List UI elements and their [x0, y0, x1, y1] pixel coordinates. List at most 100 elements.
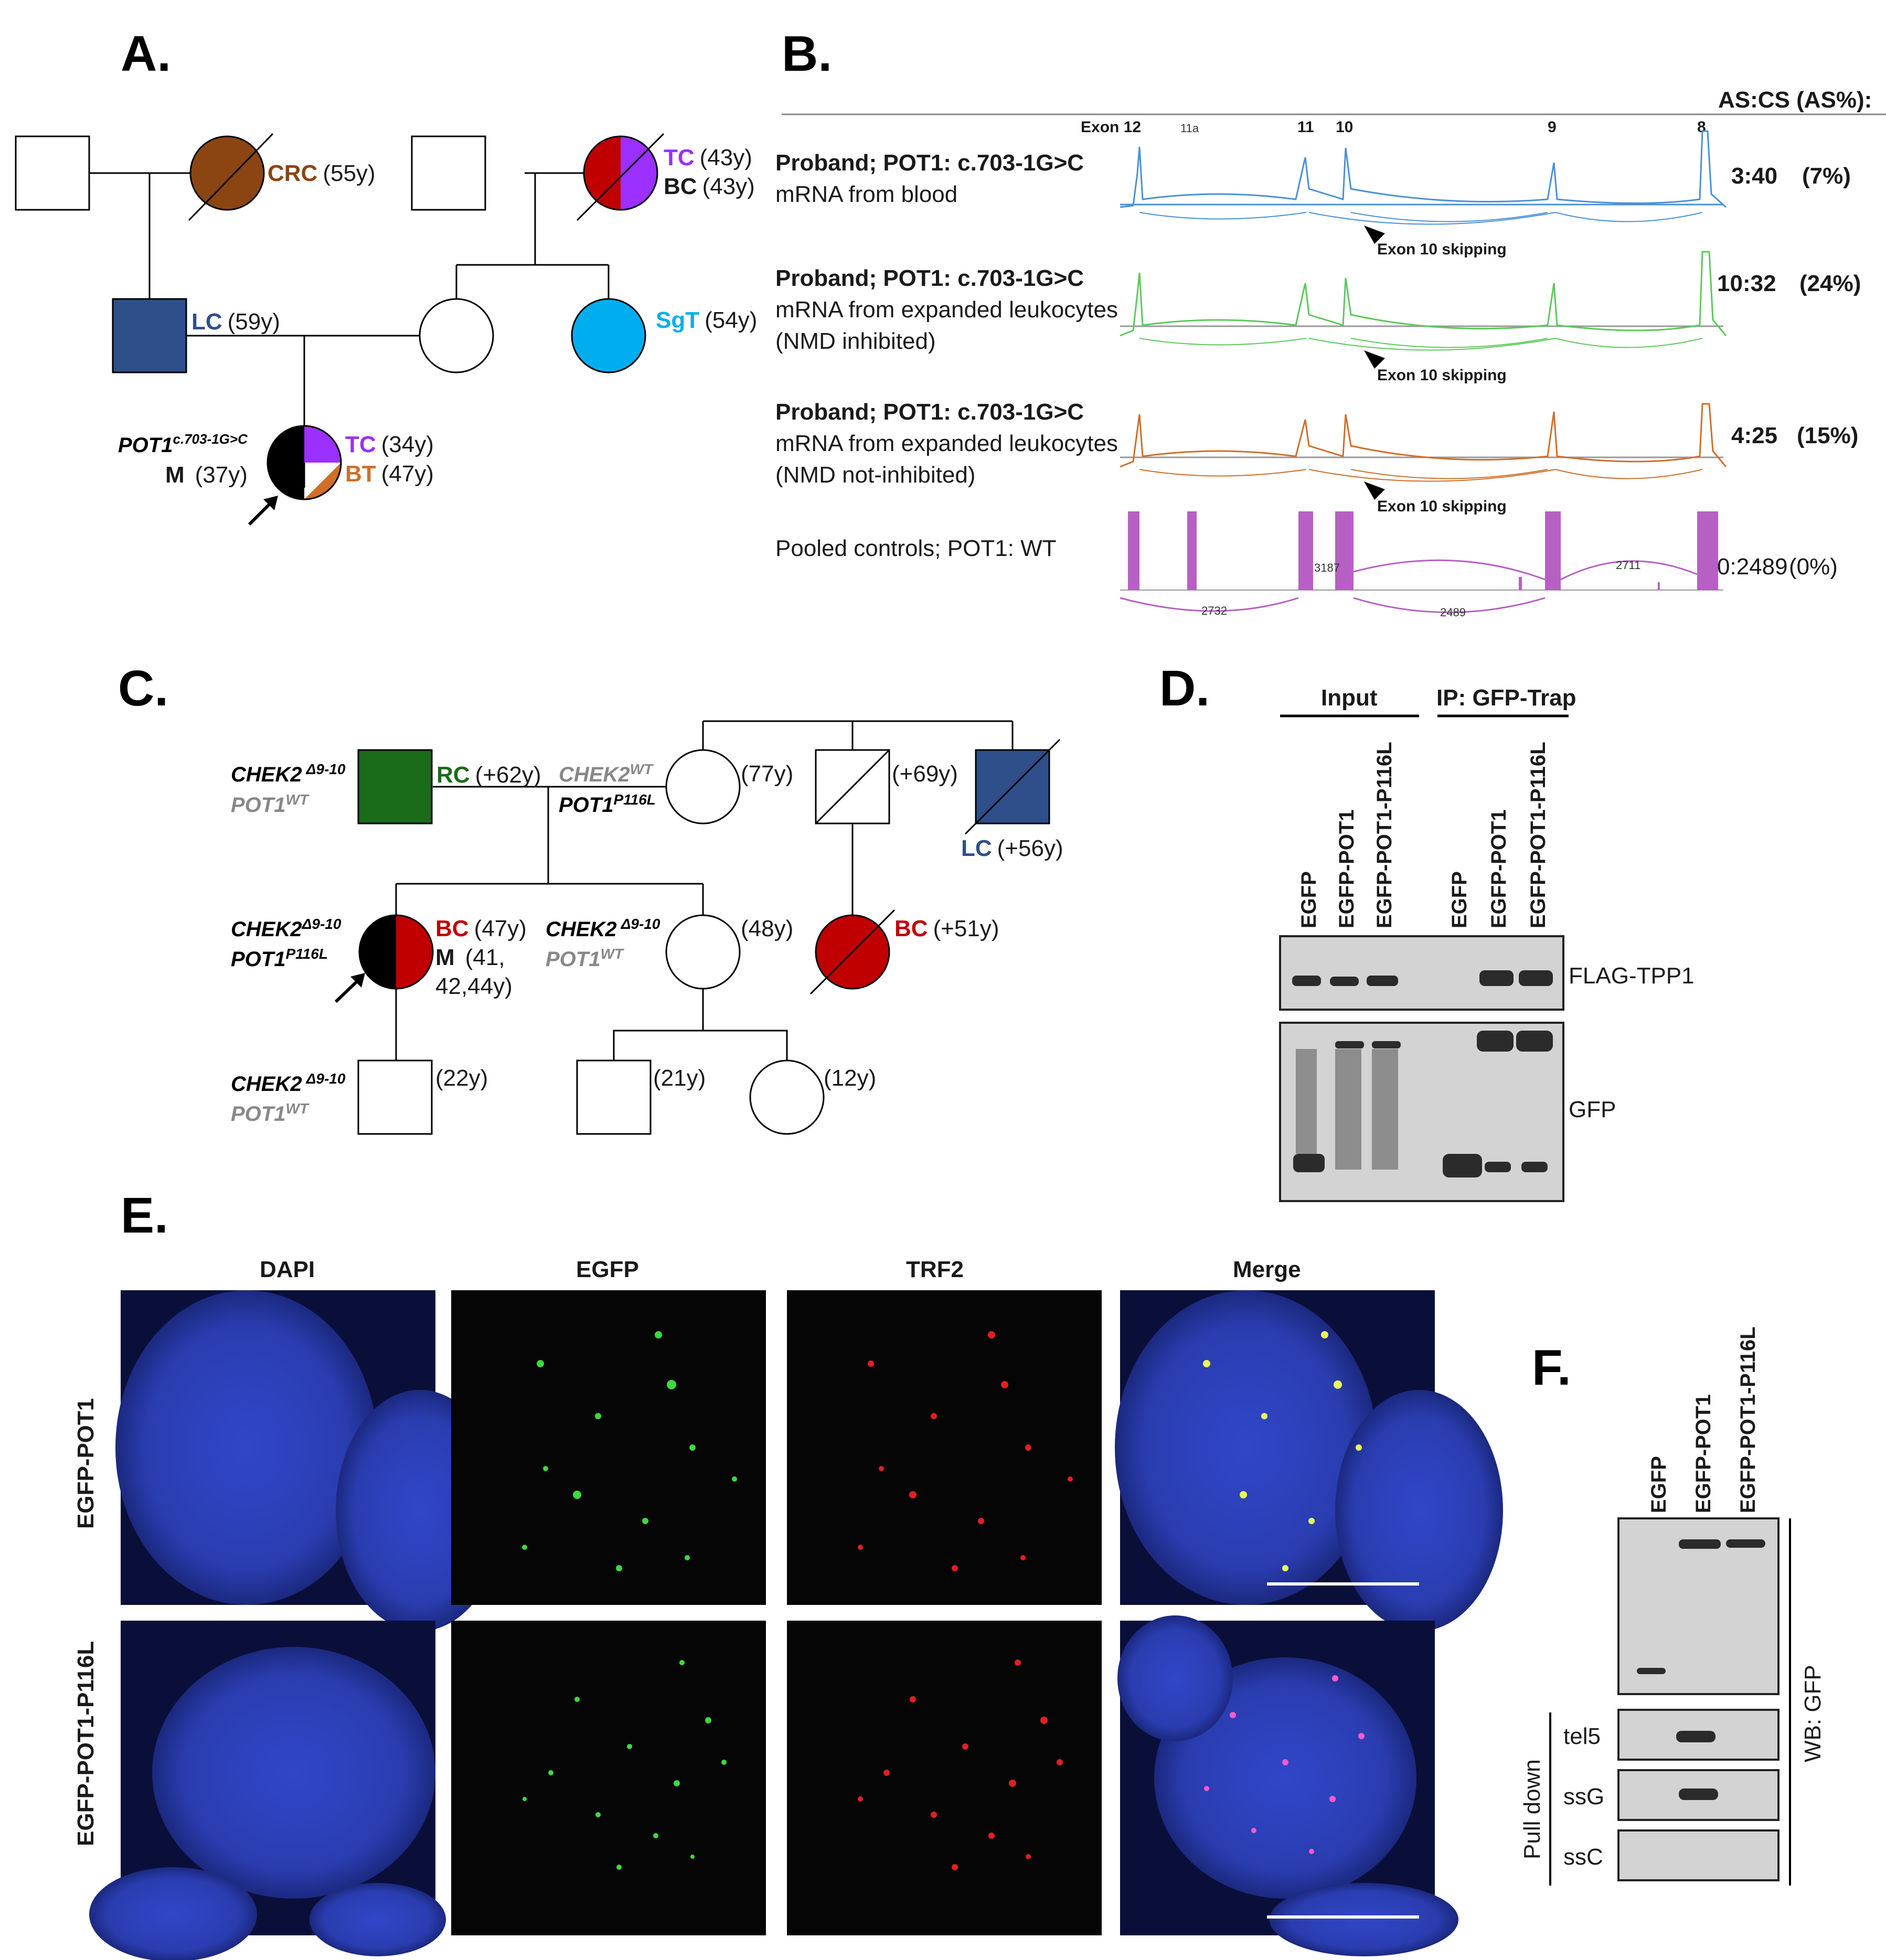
track2-line2: (NMD inhibited)	[775, 328, 936, 354]
svg-text:CHEK2Δ9-10: CHEK2Δ9-10	[231, 916, 342, 941]
mother-circle	[419, 298, 494, 373]
f-lane-egfp-p116l: EGFP-POT1-P116L	[1736, 1326, 1760, 1513]
c-gf-chek2-sup: Δ9-10	[306, 761, 346, 777]
svg-text:POT1P116L: POT1P116L	[231, 946, 328, 971]
svg-text:POT1c.703-1G>C: POT1c.703-1G>C	[118, 431, 248, 457]
panel-label-e: E.	[121, 1187, 168, 1244]
svg-text:CHEK2Δ9-10: CHEK2Δ9-10	[231, 761, 346, 786]
d-input-label: Input	[1321, 685, 1378, 711]
e-dapi-2	[89, 1621, 446, 1960]
proband-bt-label: BT	[345, 461, 376, 487]
f-row-tel5: tel5	[1563, 1723, 1601, 1749]
svg-text:CHEK2Δ9-10: CHEK2Δ9-10	[231, 1070, 346, 1096]
svg-text:POT1WT: POT1WT	[231, 1100, 310, 1126]
proband-variant: c.703-1G>C	[173, 431, 248, 447]
father-square	[112, 298, 187, 373]
junction-count-2732: 2732	[1201, 604, 1227, 617]
track3-coverage	[1120, 403, 1727, 482]
svg-text:BC(47y): BC(47y)	[435, 916, 527, 941]
m-age: (37y)	[195, 462, 248, 488]
track2-title: Proband; POT1: c.703-1G>C	[775, 265, 1084, 291]
c-pb-chek2-sup: Δ9-10	[302, 916, 342, 932]
d-blot2-label: GFP	[1569, 1097, 1616, 1122]
c-bc2-age: (+51y)	[933, 916, 999, 941]
e-egfp-2	[451, 1621, 766, 1935]
e-col-merge: Merge	[1233, 1257, 1301, 1282]
sgt-age: (54y)	[705, 307, 757, 333]
d-lane-egfp-pot1-2: EGFP-POT1	[1487, 809, 1510, 928]
svg-text:BC(43y): BC(43y)	[664, 174, 755, 199]
proband-tc-age: (34y)	[381, 432, 434, 457]
track4-pct: (0%)	[1789, 554, 1838, 580]
c-au-chek2-sup: Δ9-10	[621, 916, 660, 932]
c-cousin-square	[576, 1059, 652, 1135]
track3-title: Proband; POT1: c.703-1G>C	[775, 399, 1084, 425]
c-m-age1: (41,	[465, 945, 505, 970]
track2-coverage	[1120, 251, 1727, 351]
c-son-pot1: POT1	[231, 1102, 285, 1126]
exon-label-9: 9	[1548, 119, 1557, 136]
proband-c-circle	[358, 914, 434, 990]
e-col-trf2: TRF2	[906, 1257, 964, 1282]
track1-ratio: 3:40	[1731, 163, 1777, 189]
exon-label-11a: 11a	[1180, 122, 1199, 135]
m-label: M	[165, 462, 185, 488]
c-son-chek2-sup: Δ9-10	[306, 1070, 346, 1087]
e-merge-1	[1115, 1290, 1503, 1631]
svg-text:CHEK2Δ9-10: CHEK2Δ9-10	[546, 916, 660, 941]
track3-line1: mRNA from expanded leukocytes	[775, 431, 1118, 456]
e-merge-2	[1117, 1615, 1458, 1956]
c-au-pot1: POT1	[546, 948, 600, 971]
proband-tc-label: TC	[345, 432, 376, 457]
c-son-square	[357, 1059, 433, 1135]
c-age12: (12y)	[824, 1065, 876, 1091]
sashimi-b: AS:CS (AS%): Exon 12 11a 11 10 9 8 Proba…	[775, 87, 1886, 619]
f-row-ssc: ssC	[1563, 1844, 1603, 1870]
panel-label-b: B.	[782, 26, 832, 82]
svg-text:M(41,: M (41,	[435, 945, 505, 970]
d-blot-gfp	[1279, 1022, 1564, 1202]
track1-line1: mRNA from blood	[775, 181, 957, 207]
c-m-label: M	[435, 945, 455, 970]
c-bc-age: (47y)	[474, 916, 527, 941]
track1-coverage	[1120, 130, 1727, 225]
f-blot-ssc	[1617, 1829, 1780, 1881]
track2-skip-arrow	[1364, 350, 1385, 369]
c-gf-pot1-sup: WT	[285, 791, 310, 808]
e-trf2-1	[787, 1290, 1102, 1605]
d-lane-egfp-1: EGFP	[1297, 871, 1320, 928]
c-au-chek2: CHEK2	[546, 918, 617, 941]
d-lane-egfp-pot1-1: EGFP-POT1	[1335, 809, 1358, 928]
c-rc-age: (+62y)	[475, 762, 541, 788]
lc-label: LC	[191, 309, 222, 335]
f-row-ssg: ssG	[1563, 1784, 1604, 1809]
exon-label-10: 10	[1336, 119, 1353, 136]
c-au-pot1-sup: WT	[600, 946, 624, 962]
e-egfp-1	[451, 1290, 766, 1605]
grandmother2-circle	[583, 135, 658, 211]
pulldown-f: EGFP EGFP-POT1 EGFP-POT1-P116L tel5 ssG …	[1519, 1326, 1826, 1886]
track2-pct: (24%)	[1799, 271, 1861, 296]
c-pb-pot1-sup: P116L	[285, 946, 327, 962]
e-col-egfp: EGFP	[576, 1257, 639, 1282]
proband-bt-age: (47y)	[381, 461, 434, 487]
grandfather2-square	[411, 135, 486, 211]
bc-label: BC	[664, 174, 697, 199]
svg-text:TC(34y): TC(34y)	[345, 432, 434, 457]
track3-line2: (NMD not-inhibited)	[775, 462, 975, 488]
svg-text:CHEK2WT: CHEK2WT	[559, 761, 654, 786]
track1-pct: (7%)	[1802, 163, 1851, 189]
c-gf-chek2: CHEK2	[231, 763, 302, 786]
aunt-circle	[571, 298, 646, 373]
c-pb-chek2: CHEK2	[231, 918, 302, 941]
c-m-age2: 42,44y)	[435, 973, 513, 999]
svg-text:POT1WT: POT1WT	[546, 946, 625, 971]
panel-label-c: C.	[118, 660, 168, 716]
d-blot1-label: FLAG-TPP1	[1569, 963, 1695, 989]
c-son-chek2: CHEK2	[231, 1073, 302, 1096]
crc-label: CRC	[268, 160, 317, 186]
c-lc-age: (+56y)	[997, 836, 1063, 861]
c-gm-pot1: POT1	[559, 794, 613, 817]
e-trf2-2	[787, 1621, 1102, 1935]
